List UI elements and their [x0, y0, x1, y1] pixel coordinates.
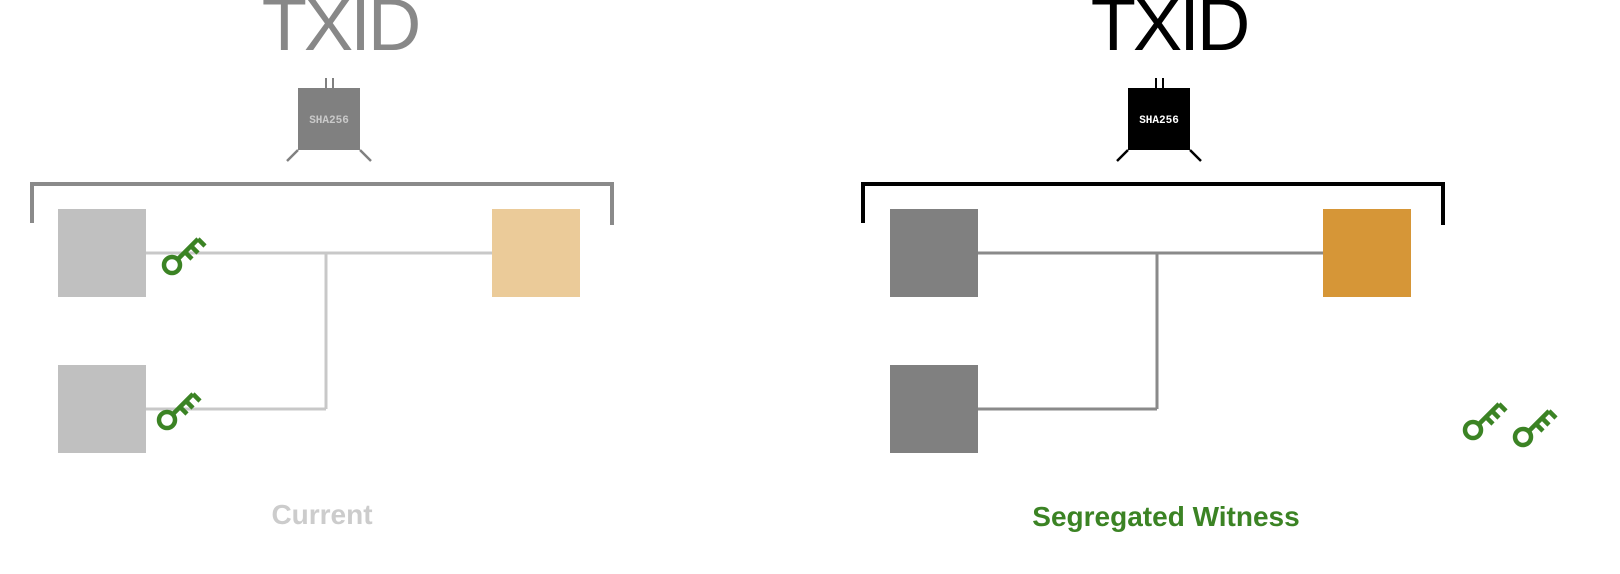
left-sha256-chip: SHA256	[286, 78, 372, 162]
left-sha256-label: SHA256	[309, 115, 349, 127]
key-icon	[159, 394, 200, 428]
right-connections	[978, 251, 1323, 411]
left-caption: Current	[271, 499, 372, 530]
right-panel: TXID SHA256 Segregated Witness	[861, 0, 1556, 532]
key-icon	[1465, 404, 1506, 438]
right-title: TXID	[1091, 0, 1248, 66]
key-icon	[1515, 411, 1556, 445]
right-bracket	[861, 182, 1445, 225]
right-output-box	[1323, 209, 1411, 297]
right-input-box-2	[890, 365, 978, 453]
left-output-box	[492, 209, 580, 297]
left-title: TXID	[262, 0, 419, 66]
left-panel: TXID SHA256 Current	[30, 0, 614, 530]
left-connections	[146, 251, 492, 411]
right-input-box-1	[890, 209, 978, 297]
left-bracket	[30, 182, 614, 225]
right-sha256-chip: SHA256	[1116, 78, 1202, 162]
left-input-box-1	[58, 209, 146, 297]
left-input-box-2	[58, 365, 146, 453]
right-sha256-label: SHA256	[1139, 115, 1179, 127]
key-icon	[164, 239, 205, 273]
right-caption: Segregated Witness	[1032, 501, 1299, 532]
